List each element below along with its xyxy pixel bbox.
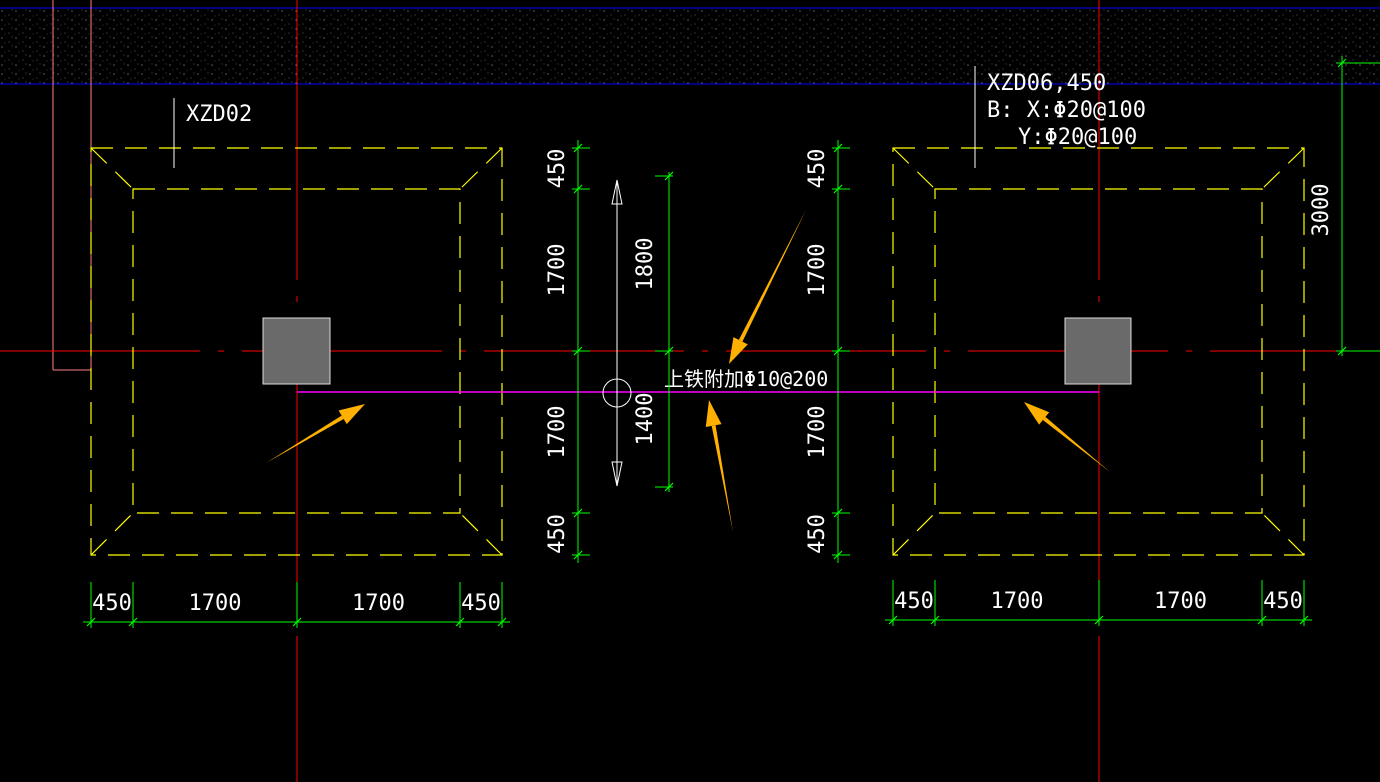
- beam-annotation: 上铁附加Φ10@200: [664, 367, 828, 391]
- dim-tick: [86, 617, 96, 627]
- footing-right[interactable]: [892, 147, 1305, 556]
- dim-tick: [1299, 615, 1309, 625]
- label-leaders: [173, 66, 976, 168]
- top-hatch-band: [0, 7, 1380, 85]
- dim-label: 1700: [805, 244, 830, 297]
- dim-label: 450: [1263, 589, 1303, 614]
- dim-label: 1700: [1154, 589, 1207, 614]
- dim-tick: [128, 617, 138, 627]
- rebar-b-x-label: B: X:Φ20@100: [987, 98, 1146, 123]
- dim-label: 1700: [352, 591, 405, 616]
- dim-tick: [1337, 346, 1347, 356]
- dim-label: 1700: [545, 406, 570, 459]
- dim-label: 1800: [633, 238, 658, 291]
- callout-arrow: [266, 404, 365, 463]
- callout-arrow: [1024, 402, 1110, 472]
- dim-tick: [1337, 58, 1347, 68]
- dim-tick: [292, 617, 302, 627]
- dim-tick: [573, 184, 583, 194]
- dim-tick: [664, 482, 674, 492]
- callout-arrow: [729, 210, 806, 364]
- column-left[interactable]: [262, 317, 331, 385]
- dim-label: 1700: [805, 406, 830, 459]
- callout-arrows: [266, 210, 1110, 532]
- dim-tick: [1094, 615, 1104, 625]
- dim-tick: [888, 615, 898, 625]
- dim-tick: [497, 617, 507, 627]
- dim-label: 1700: [545, 244, 570, 297]
- dim-label: 450: [461, 591, 501, 616]
- dim-label: 3000: [1309, 184, 1334, 237]
- rebar-b-y-label: Y:Φ20@100: [1018, 125, 1137, 150]
- dim-label: 450: [545, 514, 570, 554]
- dim-label: 450: [805, 149, 830, 189]
- dim-label: 450: [894, 589, 934, 614]
- column-right[interactable]: [1064, 317, 1132, 385]
- dim-label: 450: [805, 514, 830, 554]
- dim-tick: [573, 143, 583, 153]
- dim-tick: [833, 550, 843, 560]
- dim-tick: [1257, 615, 1267, 625]
- dim-label: 1700: [991, 589, 1044, 614]
- dim-tick: [833, 508, 843, 518]
- dim-tick: [573, 508, 583, 518]
- dim-tick: [664, 346, 674, 356]
- dim-tick: [833, 346, 843, 356]
- footing-right-label: XZD06,450: [987, 71, 1106, 96]
- footing-left-label: XZD02: [186, 102, 252, 127]
- section-marker[interactable]: [602, 179, 632, 487]
- dim-label: 1700: [189, 591, 242, 616]
- dim-tick: [455, 617, 465, 627]
- dim-tick: [833, 143, 843, 153]
- dimension-layer: 450 1700 1700 450 450 1700 1700 450 450 1700 1700 4…: [83, 56, 1380, 628]
- dim-label: 450: [545, 149, 570, 189]
- dim-tick: [573, 550, 583, 560]
- footing-left[interactable]: [90, 147, 503, 556]
- dim-tick: [664, 171, 674, 181]
- dim-label: 1400: [633, 393, 658, 446]
- callout-arrow: [705, 400, 733, 532]
- dim-tick: [833, 184, 843, 194]
- dim-tick: [573, 346, 583, 356]
- dim-tick: [930, 615, 940, 625]
- dim-label: 450: [92, 591, 132, 616]
